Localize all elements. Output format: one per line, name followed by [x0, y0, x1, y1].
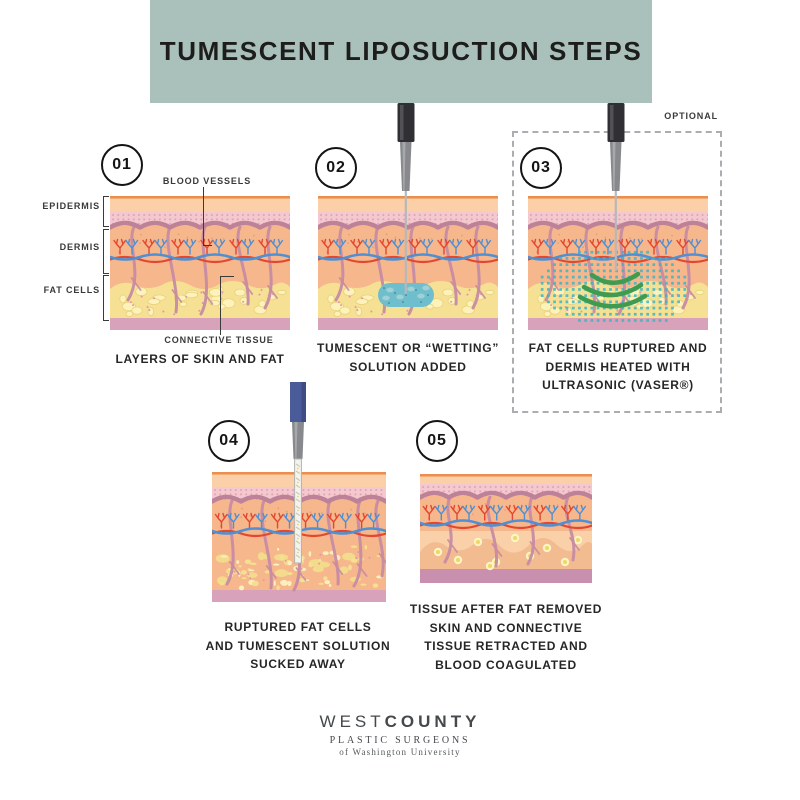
skin-diagram-step-05: [420, 474, 592, 583]
bracket-dermis: [103, 229, 109, 274]
caption-line: TISSUE RETRACTED AND: [424, 639, 588, 653]
caption-step-04: RUPTURED FAT CELLS AND TUMESCENT SOLUTIO…: [203, 618, 393, 674]
caption-line: BLOOD COAGULATED: [435, 657, 577, 672]
caption-line: AND TUMESCENT SOLUTION: [205, 638, 391, 653]
suction-cannula-icon-step-04: [290, 382, 306, 564]
caption-step-03: FAT CELLS RUPTURED AND DERMIS HEATED WIT…: [528, 339, 708, 395]
caption-line: SOLUTION ADDED: [349, 359, 467, 374]
ultrasonic-probe-icon-step-03: [607, 103, 625, 271]
label-dermis: DERMIS: [59, 242, 100, 252]
page-title-regular: TUMESCENT: [159, 36, 336, 66]
label-fat-cells: FAT CELLS: [43, 285, 100, 295]
skin-diagram-step-01: [110, 196, 290, 330]
caption-line: TISSUE AFTER FAT REMOVED: [409, 602, 603, 616]
caption-line: FAT CELLS RUPTURED AND: [528, 341, 708, 355]
clinic-logo-name-bold: COUNTY: [384, 712, 481, 731]
clinic-logo-affiliation: of Washington University: [339, 747, 461, 757]
caption-line: SKIN AND CONNECTIVE: [429, 620, 583, 635]
step-badge-05: 05: [416, 420, 458, 462]
bracket-epidermis: [103, 196, 109, 227]
optional-label: OPTIONAL: [664, 111, 718, 121]
step-number-04: 04: [219, 432, 239, 449]
label-connective-tissue: CONNECTIVE TISSUE: [164, 335, 274, 345]
step-number-03: 03: [531, 159, 551, 176]
step-number-01: 01: [112, 156, 132, 173]
label-epidermis: EPIDERMIS: [42, 201, 100, 211]
caption-step-02: TUMESCENT OR “WETTING” SOLUTION ADDED: [316, 339, 500, 376]
caption-step-01: LAYERS OF SKIN AND FAT: [110, 350, 290, 369]
infiltration-cannula-icon-step-02: [397, 103, 415, 294]
leader-line-blood-vessels-foot: [202, 245, 212, 247]
skin-diagram-step-03: [528, 196, 708, 330]
leader-line-connective-vertical: [219, 277, 221, 335]
skin-diagram-step-02: [318, 196, 498, 330]
caption-line: LAYERS OF SKIN AND FAT: [115, 352, 285, 366]
step-badge-02: 02: [315, 147, 357, 189]
bracket-fat-cells: [103, 275, 109, 321]
leader-line-connective-foot: [219, 276, 234, 278]
caption-line: RUPTURED FAT CELLS: [224, 620, 372, 634]
clinic-logo: WESTCOUNTY PLASTIC SURGEONS of Washingto…: [0, 712, 800, 757]
caption-line: ULTRASONIC (VASER®): [542, 378, 694, 392]
step-badge-01: 01: [101, 144, 143, 186]
step-badge-04: 04: [208, 420, 250, 462]
clinic-logo-name-light: WEST: [319, 712, 385, 731]
page-title-bold: LIPOSUCTION STEPS: [344, 36, 643, 66]
label-blood-vessels: BLOOD VESSELS: [162, 176, 252, 186]
caption-step-05: TISSUE AFTER FAT REMOVED SKIN AND CONNEC…: [406, 600, 606, 674]
page-title: TUMESCENT LIPOSUCTION STEPS: [160, 36, 643, 67]
step-badge-03: 03: [520, 147, 562, 189]
clinic-logo-subtitle: PLASTIC SURGEONS: [329, 735, 471, 746]
step-number-05: 05: [427, 432, 447, 449]
clinic-logo-name: WESTCOUNTY: [320, 712, 481, 732]
step-number-02: 02: [326, 159, 346, 176]
caption-line: TUMESCENT OR “WETTING”: [316, 341, 500, 355]
title-banner: TUMESCENT LIPOSUCTION STEPS: [150, 0, 652, 103]
caption-line: DERMIS HEATED WITH: [545, 359, 691, 374]
caption-line: SUCKED AWAY: [250, 657, 346, 671]
leader-line-blood-vessels-vertical: [202, 187, 204, 246]
